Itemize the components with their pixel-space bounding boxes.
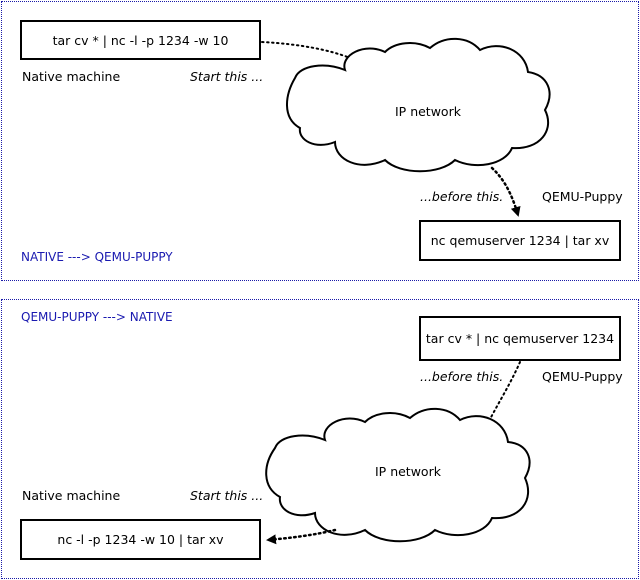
native-command-text: tar cv * | nc -l -p 1234 -w 10 bbox=[52, 32, 229, 48]
native-command-box-bottom: nc -l -p 1234 -w 10 | tar xv bbox=[20, 519, 261, 560]
native-command-text: nc -l -p 1234 -w 10 | tar xv bbox=[57, 532, 224, 547]
start-this-note: Start this ... bbox=[190, 69, 264, 84]
panel-title-qemu-to-native: QEMU-PUPPY ---> NATIVE bbox=[21, 310, 173, 324]
qemu-puppy-label: QEMU-Puppy bbox=[542, 189, 623, 204]
native-machine-label: Native machine bbox=[22, 488, 121, 503]
qemu-command-box-bottom: tar cv * | nc qemuserver 1234 bbox=[419, 316, 621, 361]
panel-title-native-to-qemu: NATIVE ---> QEMU-PUPPY bbox=[21, 250, 173, 264]
start-this-note: Start this ... bbox=[190, 488, 264, 503]
qemu-command-box-top: nc qemuserver 1234 | tar xv bbox=[419, 220, 621, 261]
cloud-shape-bottom bbox=[265, 407, 531, 543]
cloud-shape-top bbox=[286, 37, 551, 173]
qemu-command-text: tar cv * | nc qemuserver 1234 bbox=[425, 331, 615, 346]
panel-qemu-to-native bbox=[1, 299, 639, 579]
connector-native-to-cloud-top bbox=[261, 41, 351, 59]
before-this-note: ...before this. bbox=[420, 369, 504, 384]
connector-cloud-to-qemu-top bbox=[490, 166, 521, 217]
qemu-puppy-label: QEMU-Puppy bbox=[542, 369, 623, 384]
before-this-note: ...before this. bbox=[420, 189, 504, 204]
native-command-box-top: tar cv * | nc -l -p 1234 -w 10 bbox=[20, 20, 261, 60]
native-machine-label: Native machine bbox=[22, 69, 121, 84]
ip-network-label: IP network bbox=[395, 104, 461, 119]
ip-network-label: IP network bbox=[375, 464, 441, 479]
connector-cloud-to-native-bottom bbox=[266, 528, 337, 545]
qemu-command-text: nc qemuserver 1234 | tar xv bbox=[430, 233, 610, 248]
panel-native-to-qemu bbox=[1, 1, 639, 281]
